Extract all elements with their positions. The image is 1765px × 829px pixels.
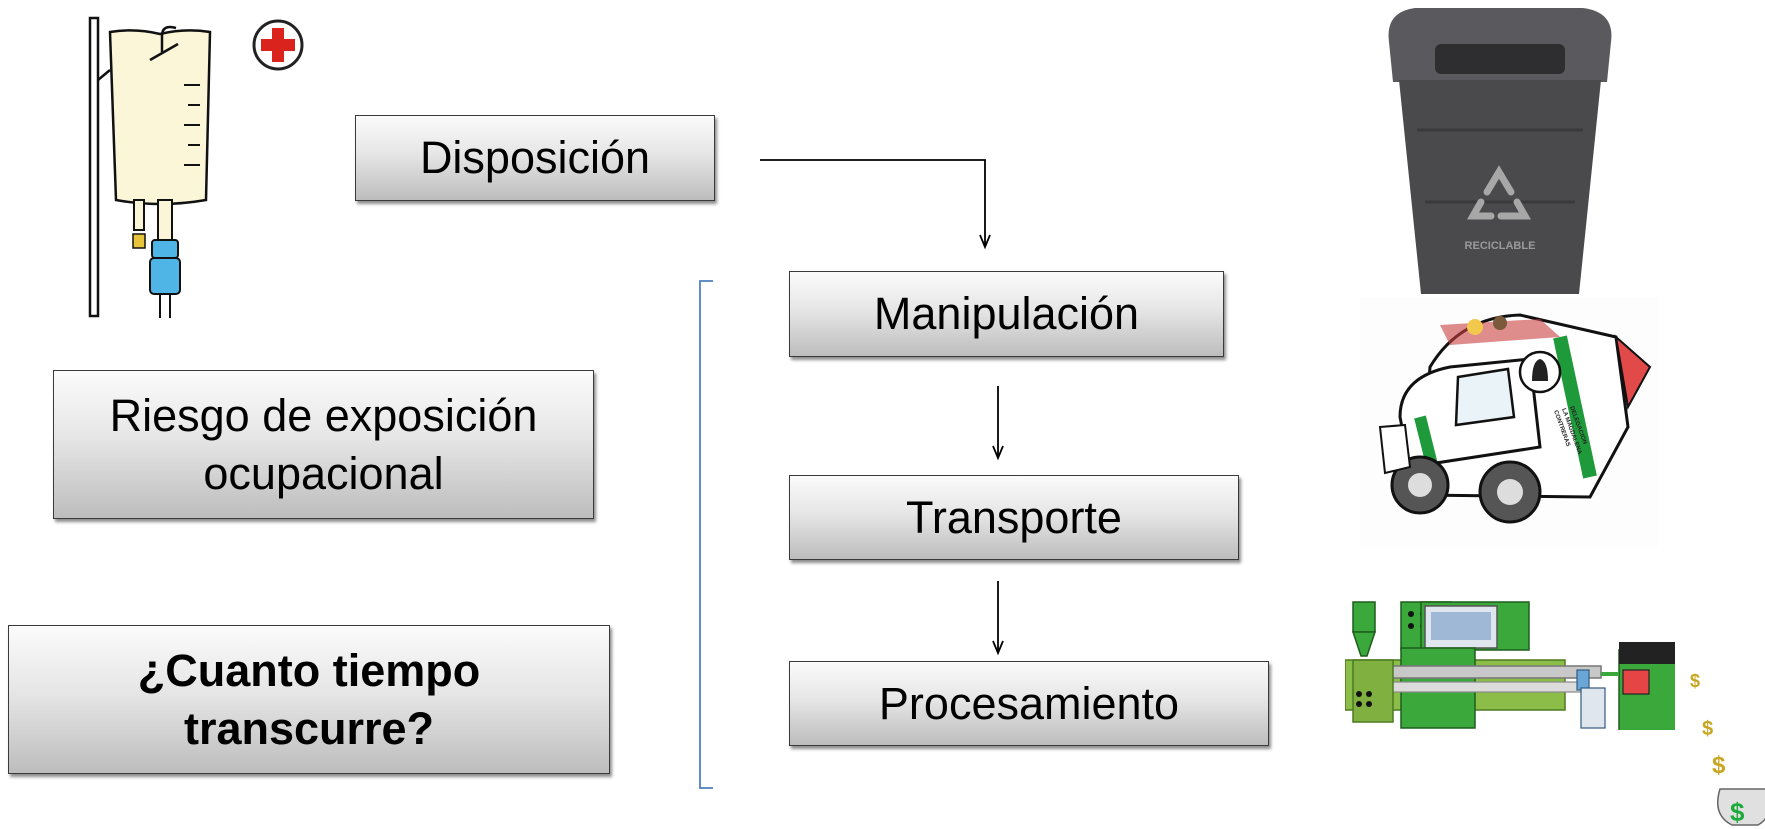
processing-machine-icon xyxy=(1345,601,1675,730)
svg-text:$: $ xyxy=(1702,718,1713,740)
disposicion-label: Disposición xyxy=(419,132,651,184)
riesgo-line-1: Riesgo de exposición xyxy=(109,389,538,441)
money-bag-icon: $ $ $ $ xyxy=(1690,671,1765,827)
transporte-label: Transporte xyxy=(906,491,1122,543)
tiempo-line-1: ¿Cuanto tiempo xyxy=(137,644,481,696)
svg-text:$: $ xyxy=(1690,671,1700,691)
tiempo-line-2: transcurre? xyxy=(183,702,435,754)
red-cross-icon xyxy=(252,19,304,71)
svg-text:$: $ xyxy=(1730,797,1745,827)
blue-bracket xyxy=(699,280,713,789)
manipulacion-label: Manipulación xyxy=(873,288,1140,340)
riesgo-line-2: ocupacional xyxy=(203,447,444,499)
transporte-box: Transporte xyxy=(789,475,1239,560)
iv-bag-icon xyxy=(88,16,212,318)
garbage-truck-icon: DELEGACION LA MAGDALENA CONTRERAS xyxy=(1360,297,1658,548)
riesgo-box: Riesgo de exposición ocupacional xyxy=(53,370,594,519)
bin-label: RECICLABLE xyxy=(1465,240,1536,252)
manipulacion-box: Manipulación xyxy=(789,271,1224,357)
arrow-disposicion-manipulacion xyxy=(760,159,991,250)
procesamiento-label: Procesamiento xyxy=(878,677,1180,729)
recycling-bin-icon: RECICLABLE xyxy=(1388,8,1612,294)
disposicion-box: Disposición xyxy=(355,115,715,201)
svg-text:$: $ xyxy=(1712,752,1726,779)
tiempo-box: ¿Cuanto tiempo transcurre? xyxy=(8,625,610,774)
procesamiento-box: Procesamiento xyxy=(789,661,1269,746)
